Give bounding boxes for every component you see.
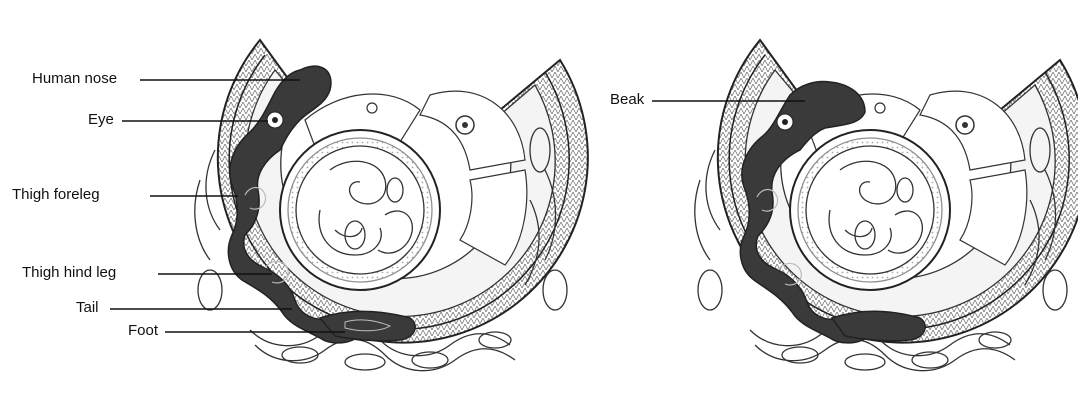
label-beak: Beak [610, 92, 644, 108]
label-eye: Eye [88, 112, 114, 128]
label-tail: Tail [76, 300, 99, 316]
label-thigh-hind-leg: Thigh hind leg [22, 265, 116, 281]
right-brooch [695, 40, 1078, 371]
label-foot: Foot [128, 323, 158, 339]
left-brooch [195, 40, 588, 371]
label-thigh-foreleg: Thigh foreleg [12, 187, 100, 203]
label-human-nose: Human nose [32, 71, 117, 87]
